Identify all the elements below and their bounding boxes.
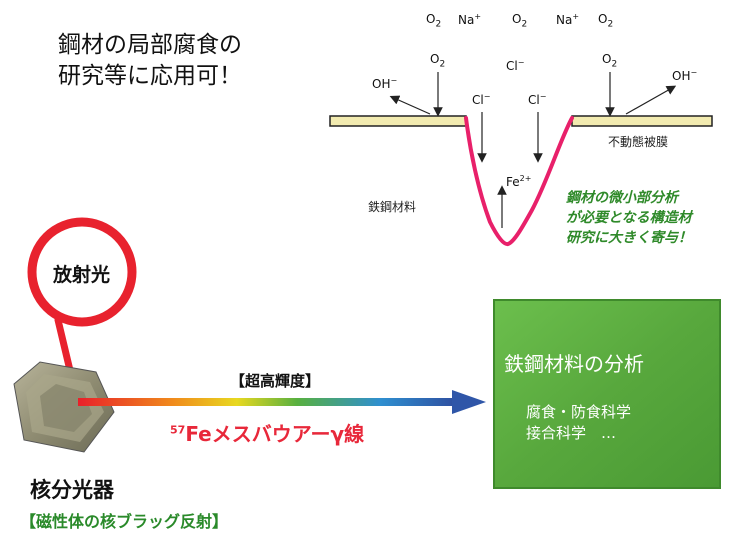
steel-material-label: 鉄鋼材料 bbox=[368, 200, 417, 214]
radiation-bubble bbox=[27, 217, 137, 327]
brightness-label: 【超高輝度】 bbox=[230, 372, 321, 390]
result-box-text: 腐食・防食科学 接合科学 … bbox=[526, 402, 631, 444]
radiation-label: 放射光 bbox=[53, 264, 111, 286]
result-box-title: 鉄鋼材料の分析 bbox=[504, 352, 644, 376]
analysis-note: 鋼材の微小部分析 が必要となる構造材 研究に大きく寄与！ bbox=[566, 188, 692, 248]
headline-line2: 研究等に応用可！ bbox=[58, 63, 242, 89]
analysis-note-line2: が必要となる構造材 bbox=[566, 210, 692, 226]
label-o2-right: O2 bbox=[602, 52, 618, 70]
label-oh-right: OH− bbox=[672, 68, 698, 83]
passive-film-label: 不動態被膜 bbox=[608, 135, 669, 149]
oh-right-arrow bbox=[625, 85, 677, 115]
corrosion-pit bbox=[464, 116, 574, 247]
analysis-note-line3: 研究に大きく寄与！ bbox=[566, 230, 692, 246]
label-o2-top-2: O2 bbox=[512, 12, 528, 30]
label-o2-left: O2 bbox=[430, 52, 446, 70]
label-na-top-1: Na+ bbox=[458, 12, 482, 27]
result-box-line2: 接合科学 … bbox=[526, 424, 617, 442]
oh-left-arrow bbox=[389, 95, 431, 115]
monochromator-desc: 【磁性体の核ブラッグ反射】 bbox=[20, 512, 229, 531]
monochromator-crystal bbox=[13, 361, 115, 453]
result-box-bg bbox=[493, 299, 721, 489]
label-fe-ion: Fe2+ bbox=[506, 174, 532, 189]
label-na-top-2: Na+ bbox=[556, 12, 580, 27]
result-box-line1: 腐食・防食科学 bbox=[526, 403, 632, 421]
gamma-beam bbox=[78, 398, 456, 406]
monochromator-name: 核分光器 bbox=[30, 478, 114, 502]
analysis-note-line1: 鋼材の微小部分析 bbox=[566, 190, 678, 206]
label-cl-left: Cl− bbox=[472, 92, 491, 107]
label-o2-top-3: O2 bbox=[598, 12, 614, 30]
headline: 鋼材の局部腐食の 研究等に応用可！ bbox=[58, 30, 242, 92]
gamma-beam-head bbox=[452, 390, 486, 414]
passive-film-left bbox=[329, 115, 467, 127]
headline-line1: 鋼材の局部腐食の bbox=[58, 32, 242, 58]
label-o2-top-1: O2 bbox=[426, 12, 442, 30]
mossbauer-label: 57Feメスバウアーγ線 bbox=[170, 422, 365, 446]
passive-film-right bbox=[571, 115, 713, 127]
label-cl-center: Cl− bbox=[506, 58, 525, 73]
label-oh-left: OH− bbox=[372, 76, 398, 91]
label-cl-right: Cl− bbox=[528, 92, 547, 107]
